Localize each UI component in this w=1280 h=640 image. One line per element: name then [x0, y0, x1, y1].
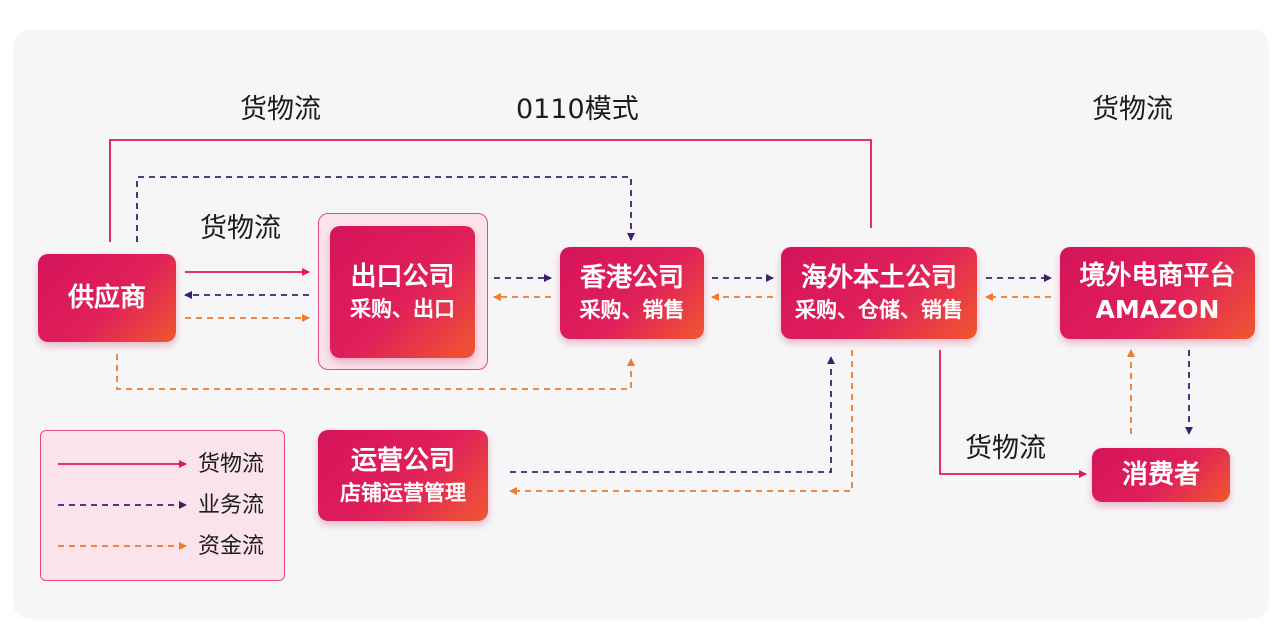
goods-flow-label-top-left: 货物流 [240, 94, 321, 125]
legend-funds-label: 资金流 [198, 534, 265, 559]
goods-flow-label-supplier-export: 货物流 [200, 213, 281, 244]
legend-business-label: 业务流 [198, 493, 265, 518]
node-consumer: 消费者 [1092, 448, 1230, 502]
goods-flow-label-top-right: 货物流 [1092, 94, 1173, 125]
legend-goods-label: 货物流 [198, 452, 265, 477]
node-overseas-company-subtitle: 采购、仓储、销售 [795, 298, 963, 322]
node-platform-title: 境外电商平台 [1079, 261, 1236, 291]
goods-flow-label-consumer: 货物流 [965, 433, 1046, 464]
node-export-company: 出口公司 采购、出口 [330, 226, 475, 358]
node-hk-company-subtitle: 采购、销售 [579, 298, 685, 322]
funds-flow-supplier-to-hk [116, 354, 635, 390]
funds-flow-overseas-to-operations [509, 350, 853, 495]
node-hk-company: 香港公司 采购、销售 [560, 247, 704, 339]
node-overseas-company: 海外本土公司 采购、仓储、销售 [781, 247, 977, 339]
node-operations-company-subtitle: 店铺运营管理 [340, 480, 466, 505]
node-overseas-company-title: 海外本土公司 [800, 263, 957, 293]
mode-title: 0110模式 [516, 94, 639, 125]
goods-flow-overseas-to-consumer [939, 350, 1087, 478]
node-export-company-subtitle: 采购、出口 [350, 297, 455, 321]
business-flow-operations-to-overseas [510, 356, 835, 473]
node-consumer-title: 消费者 [1121, 460, 1200, 490]
node-supplier: 供应商 [38, 254, 176, 342]
node-platform-subtitle: AMAZON [1095, 295, 1220, 324]
node-hk-company-title: 香港公司 [579, 263, 684, 293]
node-supplier-title: 供应商 [67, 283, 146, 313]
node-operations-company: 运营公司 店铺运营管理 [318, 430, 488, 521]
node-export-company-title: 出口公司 [350, 262, 455, 292]
node-platform: 境外电商平台 AMAZON [1060, 247, 1255, 339]
business-flow-supplier-to-hk [136, 176, 635, 242]
goods-flow-supplier-to-overseas [109, 139, 872, 242]
node-operations-company-title: 运营公司 [350, 445, 455, 476]
